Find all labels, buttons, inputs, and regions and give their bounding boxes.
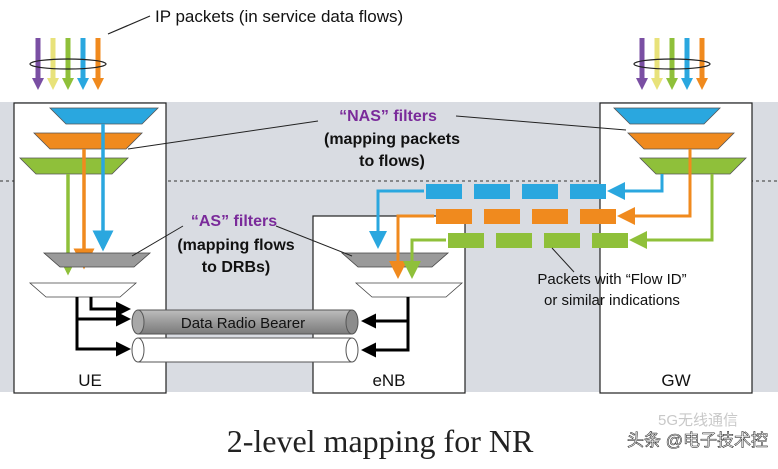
packets-note-line1: Packets with “Flow ID” [537, 271, 686, 288]
as-line1: (mapping flows [177, 237, 294, 254]
ue-as-filter [42, 252, 152, 268]
watermark: 头条 @电子技术控 [627, 431, 768, 450]
enb-as-filter [340, 252, 450, 268]
as-pointer-left [131, 225, 184, 257]
data-radio-bearer-gray [131, 309, 359, 335]
packet-row-blue [426, 184, 606, 199]
nas-line1: (mapping packets [324, 131, 460, 148]
ue-label: UE [78, 371, 102, 390]
as-title: “AS” filters [191, 213, 277, 230]
footer-title: 2-level mapping for NR [227, 423, 534, 459]
packet-row-orange [436, 209, 616, 224]
gw-box [599, 102, 753, 394]
packets-pointer [551, 247, 575, 273]
enb-box [312, 215, 466, 394]
ip-arrows-right [633, 38, 711, 90]
ue-nas-filter-green [19, 157, 129, 175]
nas-pointer-right [455, 115, 627, 131]
gw-nas-filter-green [639, 157, 747, 175]
packet-row-green [448, 233, 628, 248]
ue-drb-mux [28, 282, 138, 298]
as-pointer-right [275, 225, 353, 257]
gw-to-enb-flows [369, 149, 714, 279]
data-radio-bearer-white [131, 337, 359, 363]
ue-nas-filter-blue [49, 107, 159, 125]
nas-title: “NAS” filters [339, 108, 437, 125]
gw-nas-filter-blue [613, 107, 721, 125]
gw-label: GW [661, 371, 690, 390]
watermark-faint: 5G无线通信 [658, 412, 738, 429]
as-line2: to DRBs) [202, 259, 270, 276]
nas-pointer-left [127, 120, 319, 150]
nas-line2: to flows) [359, 153, 425, 170]
ip-pointer-line [107, 15, 151, 35]
gw-nas-filter-orange [627, 132, 735, 150]
enb-label: eNB [372, 371, 405, 390]
ue-nas-filter-orange [33, 132, 143, 150]
packets-note-line2: or similar indications [544, 292, 680, 309]
bearer-arrows [75, 297, 410, 358]
ip-arrows-left [29, 38, 107, 90]
ip-packets-label: IP packets (in service data flows) [155, 7, 403, 26]
enb-drb-mux [354, 282, 464, 298]
bearer-label: Data Radio Bearer [181, 315, 305, 332]
